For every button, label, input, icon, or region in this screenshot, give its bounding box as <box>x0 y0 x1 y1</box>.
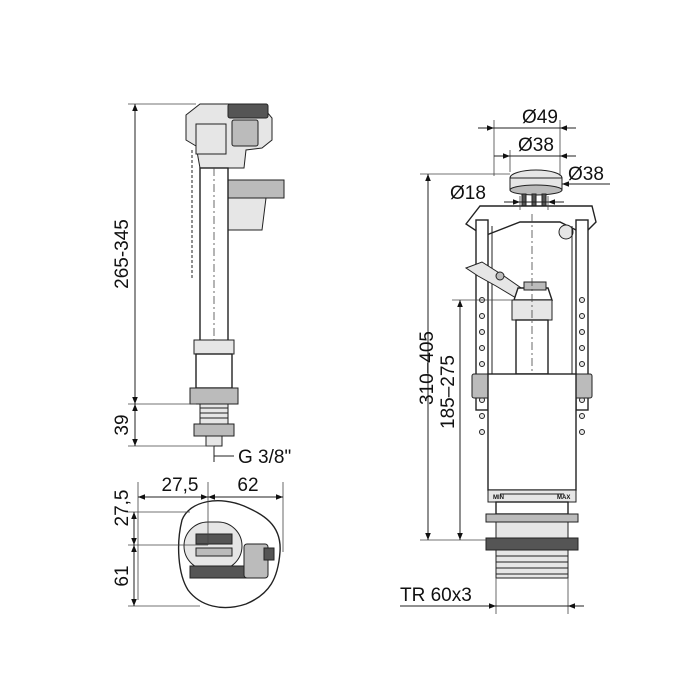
flush-inner-diameter-label: Ø38 <box>518 135 554 156</box>
fill-valve-height-label: 265-345 <box>112 219 133 289</box>
flush-valve-thread-label: TR 60x3 <box>400 585 472 606</box>
top-view-offset-x-label: 27,5 <box>162 475 199 496</box>
fill-valve-top-view <box>177 500 281 609</box>
flush-valve-height-label: 310–405 <box>417 331 438 405</box>
flush-lever <box>464 261 525 299</box>
flush-valve-side-view: MIN MAX <box>464 169 597 579</box>
top-view-dimensions: 27,5 62 27,5 61 <box>112 475 284 607</box>
flush-base-ring <box>485 537 579 551</box>
fill-valve-side-view <box>185 103 285 462</box>
fill-valve-dimensions: 265-345 39 G 3/8" <box>112 103 291 468</box>
flush-stem-diameter-label: Ø18 <box>450 183 486 204</box>
fill-valve-cap <box>227 103 269 119</box>
scale-min-label: MIN <box>493 495 504 501</box>
flush-outer-diameter-label: Ø49 <box>522 107 558 128</box>
fill-valve-thread-height-label: 39 <box>112 414 133 435</box>
flush-thread <box>495 549 569 579</box>
top-view-width-label: 62 <box>237 475 258 496</box>
flush-button-diameter-label: Ø38 <box>568 164 604 185</box>
top-view-depth-label: 61 <box>112 565 133 586</box>
fill-valve-thread-label: G 3/8" <box>238 447 291 468</box>
scale-max-label: MAX <box>557 495 570 501</box>
flush-valve-dimensions: Ø49 Ø38 Ø38 Ø18 310–405 185–275 TR 60x3 <box>400 107 610 614</box>
top-view-offset-y-label: 27,5 <box>112 490 133 527</box>
flush-valve-inner-height-label: 185–275 <box>438 355 459 429</box>
flush-cylinder <box>487 373 577 491</box>
fill-valve-thread <box>199 403 229 425</box>
